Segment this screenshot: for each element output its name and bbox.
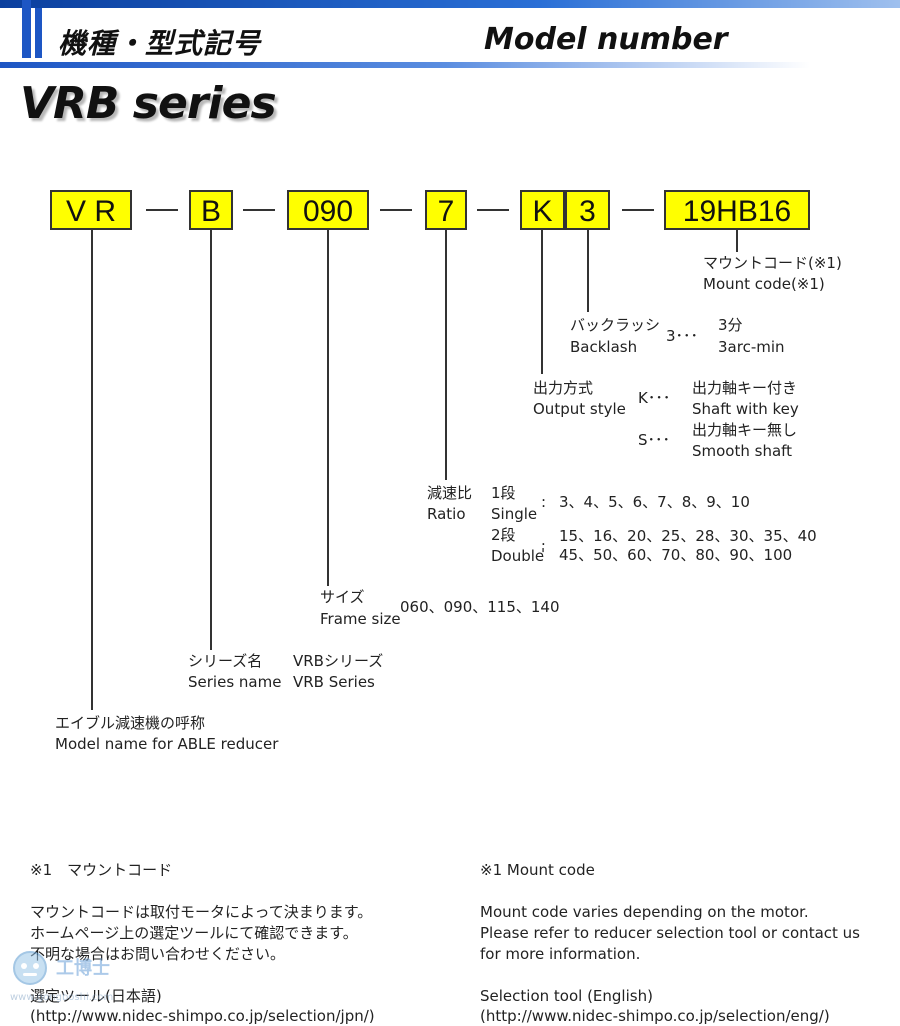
watermark-text: 工博士 <box>56 958 110 979</box>
connector-mount-code <box>736 230 738 252</box>
backlash-value-en: 3arc-min <box>718 338 785 356</box>
model-name-label-jp: エイブル減速機の呼称 <box>55 714 206 732</box>
output-style-s-en: Smooth shaft <box>692 442 793 460</box>
connector-output-style <box>541 230 543 374</box>
header-top-bar <box>0 0 900 8</box>
code-box-series: B <box>189 190 233 230</box>
ratio-single-values: 3、4、5、6、7、8、9、10 <box>559 493 750 511</box>
note-en-line2: Please refer to reducer selection tool o… <box>480 924 860 942</box>
note-jp-line2: ホームページ上の選定ツールにて確認できます。 <box>30 924 358 942</box>
ratio-single-colon: : <box>541 493 547 511</box>
ratio-double-en: Double <box>491 547 545 565</box>
watermark-logo: 工博士 www.gongboshi.com <box>8 942 118 1012</box>
mount-code-label-jp: マウントコード(※1) <box>703 254 842 272</box>
ratio-label-en: Ratio <box>427 505 466 523</box>
frame-size-label-jp: サイズ <box>320 588 365 606</box>
code-dash <box>622 209 654 211</box>
code-dash <box>146 209 178 211</box>
ratio-single-jp: 1段 <box>491 484 516 502</box>
series-name-label-jp: シリーズ名 <box>188 652 263 670</box>
ratio-double-values-2: 45、50、60、70、80、90、100 <box>559 546 793 564</box>
series-name-label-en: Series name <box>188 673 282 691</box>
code-box-ratio: 7 <box>425 190 467 230</box>
watermark-url: www.gongboshi.com <box>10 992 114 1003</box>
note-jp-tool-label: 選定ツール(日本語) <box>30 987 162 1005</box>
mount-code-label-en: Mount code(※1) <box>703 275 825 293</box>
ratio-label-jp: 減速比 <box>427 484 473 502</box>
note-jp-line3: 不明な場合はお問い合わせください。 <box>30 945 286 963</box>
connector-ratio <box>445 230 447 480</box>
ratio-double-colon: . <box>541 531 546 549</box>
frame-size-values: 060、090、115、140 <box>400 598 560 616</box>
robot-icon <box>13 951 47 985</box>
code-box-model: V R <box>50 190 132 230</box>
output-style-label-en: Output style <box>533 400 626 418</box>
backlash-label-jp: バックラッシ <box>570 316 661 334</box>
connector-frame-size <box>327 230 329 586</box>
header-accent-bar <box>22 0 31 58</box>
ratio-single-en: Single <box>491 505 538 523</box>
code-dash <box>477 209 509 211</box>
output-style-code-s: S･･･ <box>638 431 671 449</box>
ratio-double-values-1: 15、16、20、25、28、30、35、40 <box>559 527 817 545</box>
output-style-label-jp: 出力方式 <box>533 379 594 397</box>
output-style-k-en: Shaft with key <box>692 400 799 418</box>
ratio-double-colon-2: ' <box>541 545 546 563</box>
note-jp-heading: ※1 マウントコード <box>30 861 173 879</box>
connector-series-name <box>210 230 212 650</box>
note-en-line3: for more information. <box>480 945 641 963</box>
backlash-label-en: Backlash <box>570 338 638 356</box>
backlash-code: 3･･･ <box>666 327 699 345</box>
connector-model-name <box>91 230 93 710</box>
series-name-value-jp: VRBシリーズ <box>293 652 384 670</box>
series-name-value-en: VRB Series <box>293 673 375 691</box>
connector-backlash <box>587 230 589 312</box>
code-box-mount-code: 19HB16 <box>664 190 810 230</box>
page-title-en: Model number <box>484 22 728 57</box>
note-en-tool-label: Selection tool (English) <box>480 987 653 1005</box>
note-jp-tool-url[interactable]: (http://www.nidec-shimpo.co.jp/selection… <box>30 1007 375 1025</box>
note-en-heading: ※1 Mount code <box>480 861 595 879</box>
note-en-tool-url[interactable]: (http://www.nidec-shimpo.co.jp/selection… <box>480 1007 830 1025</box>
frame-size-label-en: Frame size <box>320 610 401 628</box>
model-name-label-en: Model name for ABLE reducer <box>55 735 279 753</box>
backlash-value-jp: 3分 <box>718 316 743 334</box>
code-box-backlash: 3 <box>565 190 610 230</box>
code-box-output-style: K <box>520 190 565 230</box>
page-title-jp: 機種・型式記号 <box>58 27 262 60</box>
output-style-code-k: K･･･ <box>638 389 671 407</box>
output-style-s-jp: 出力軸キー無し <box>692 421 798 439</box>
code-box-frame-size: 090 <box>287 190 369 230</box>
series-title: VRB series <box>20 78 277 129</box>
note-jp-line1: マウントコードは取付モータによって決まります。 <box>30 903 373 921</box>
header-accent-bar-2 <box>35 8 42 58</box>
header-underline <box>0 62 810 68</box>
code-dash <box>243 209 275 211</box>
ratio-double-jp: 2段 <box>491 526 516 544</box>
note-en-line1: Mount code varies depending on the motor… <box>480 903 809 921</box>
output-style-k-jp: 出力軸キー付き <box>692 379 798 397</box>
code-dash <box>380 209 412 211</box>
